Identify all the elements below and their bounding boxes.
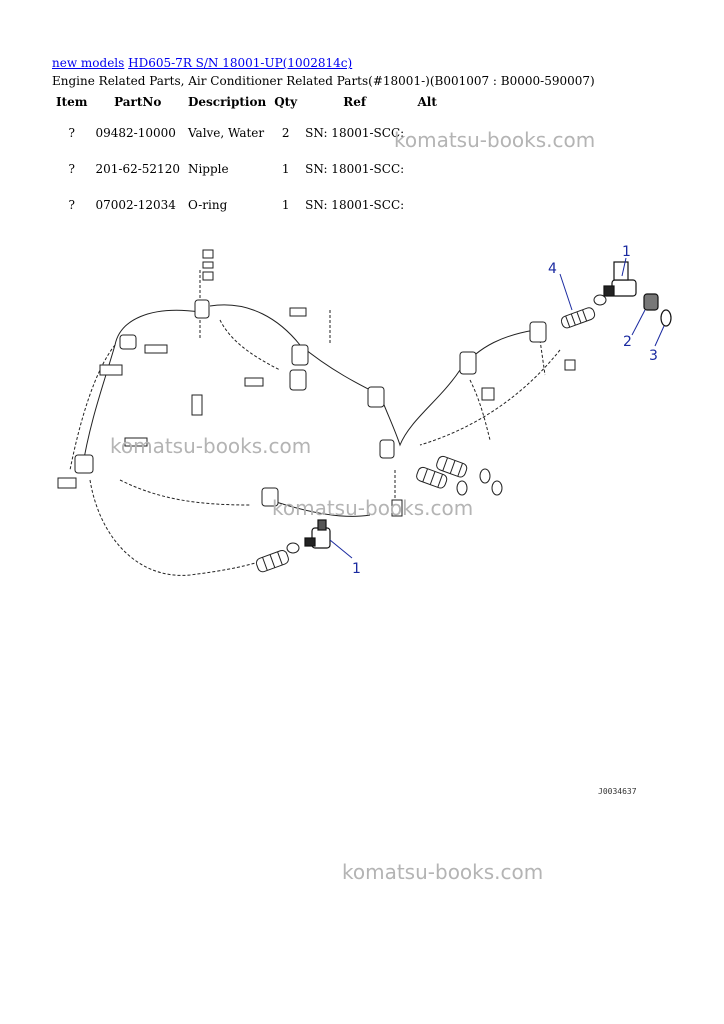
cell-item: ? bbox=[68, 126, 75, 140]
clamp-bracket bbox=[261, 487, 279, 507]
header-qty: Qty bbox=[274, 95, 298, 109]
o-ring bbox=[660, 309, 672, 327]
table-row: ? 07002-12034 O-ring 1 SN: 18001-SCC: bbox=[52, 187, 446, 223]
bolt bbox=[191, 394, 203, 416]
cell-partno: 07002-12034 bbox=[95, 198, 176, 212]
bolt bbox=[124, 437, 148, 447]
cell-qty: 1 bbox=[281, 162, 290, 176]
watermark: komatsu-books.com bbox=[342, 860, 544, 884]
hose-clamp bbox=[286, 542, 300, 554]
page-heading: Engine Related Parts, Air Conditioner Re… bbox=[52, 74, 595, 88]
bolt bbox=[202, 261, 214, 269]
clamp-bracket bbox=[74, 454, 94, 474]
cell-ref: SN: 18001-SCC: bbox=[305, 198, 405, 212]
watermark: komatsu-books.com bbox=[394, 128, 596, 152]
cell-partno: 09482-10000 bbox=[95, 126, 176, 140]
cell-qty: 2 bbox=[281, 126, 290, 140]
watermark: komatsu-books.com bbox=[110, 434, 312, 458]
hose-line-dashed bbox=[539, 339, 546, 376]
leader-line bbox=[559, 273, 573, 311]
header-item: Item bbox=[56, 95, 88, 109]
cell-qty: 1 bbox=[281, 198, 290, 212]
table-row: ? 201-62-52120 Nipple 1 SN: 18001-SCC: bbox=[52, 151, 446, 187]
clamp-bracket bbox=[367, 386, 385, 408]
clamp-bracket bbox=[289, 369, 307, 391]
hose-line bbox=[269, 499, 371, 517]
cell-item: ? bbox=[68, 162, 75, 176]
hose-line-dashed bbox=[469, 379, 491, 441]
clamp-bracket bbox=[529, 321, 547, 343]
cell-description: Nipple bbox=[187, 162, 229, 176]
hose-line bbox=[379, 369, 461, 447]
cell-ref: SN: 18001-SCC: bbox=[305, 126, 405, 140]
bolt bbox=[481, 387, 495, 401]
hose-clamp bbox=[593, 294, 607, 306]
corrugated-hose bbox=[560, 307, 596, 329]
parts-table: Item PartNo Description Qty Ref Alt ? 09… bbox=[52, 93, 446, 223]
callout-4: 4 bbox=[548, 261, 557, 277]
water-valve-bottom bbox=[304, 519, 331, 549]
corrugated-hose bbox=[255, 549, 289, 573]
clamp-bracket bbox=[459, 351, 477, 375]
cell-item: ? bbox=[68, 198, 75, 212]
corrugated-hose bbox=[416, 466, 448, 489]
breadcrumb-link-new-models[interactable]: new models bbox=[52, 56, 125, 70]
cell-description: Valve, Water bbox=[187, 126, 265, 140]
bolt bbox=[391, 499, 403, 517]
breadcrumb: new models HD605-7R S/N 18001-UP(1002814… bbox=[52, 56, 352, 70]
watermark: komatsu-books.com bbox=[272, 496, 474, 520]
callout-1-bottom: 1 bbox=[352, 561, 361, 577]
hose-line-dashed bbox=[219, 319, 281, 371]
drawing-code: J0034637 bbox=[598, 787, 637, 796]
clamp-bracket bbox=[194, 299, 210, 319]
cell-ref: SN: 18001-SCC: bbox=[305, 162, 405, 176]
leader-line bbox=[621, 257, 627, 277]
breadcrumb-link-model[interactable]: HD605-7R S/N 18001-UP(1002814c) bbox=[128, 56, 353, 70]
bolt bbox=[202, 249, 214, 259]
leader-line bbox=[654, 325, 665, 347]
clamp-bracket bbox=[291, 344, 309, 366]
cell-partno: 201-62-52120 bbox=[95, 162, 180, 176]
water-valve-top bbox=[603, 261, 637, 297]
clamp-bracket bbox=[379, 439, 395, 459]
bolt bbox=[202, 271, 214, 281]
clamp-bracket bbox=[119, 334, 137, 350]
bolt bbox=[144, 344, 168, 354]
callout-2: 2 bbox=[623, 334, 632, 350]
leader-line bbox=[631, 309, 646, 336]
bolt bbox=[99, 364, 123, 376]
hose-line-dashed bbox=[69, 344, 116, 471]
hose-line-dashed bbox=[119, 479, 251, 506]
hose-clamp bbox=[456, 480, 468, 496]
bolt bbox=[244, 377, 264, 387]
hose-clamp bbox=[479, 468, 491, 484]
bolt bbox=[564, 359, 576, 371]
leader-line bbox=[329, 539, 353, 559]
header-partno: PartNo bbox=[114, 95, 162, 109]
hose-line-dashed bbox=[89, 479, 266, 576]
hose-line-dashed bbox=[419, 349, 561, 446]
hose-clamp bbox=[491, 480, 503, 496]
corrugated-hose bbox=[436, 455, 468, 478]
callout-1-top: 1 bbox=[622, 244, 631, 260]
table-header-row: Item PartNo Description Qty Ref Alt bbox=[52, 93, 446, 115]
header-alt: Alt bbox=[417, 95, 437, 109]
table-row: ? 09482-10000 Valve, Water 2 SN: 18001-S… bbox=[52, 115, 446, 151]
header-description: Description bbox=[187, 95, 267, 109]
cell-description: O-ring bbox=[187, 198, 228, 212]
header-ref: Ref bbox=[343, 95, 367, 109]
nipple-fitting bbox=[643, 293, 659, 311]
callout-3: 3 bbox=[649, 348, 658, 364]
bolt bbox=[57, 477, 77, 489]
bolt bbox=[289, 307, 307, 317]
